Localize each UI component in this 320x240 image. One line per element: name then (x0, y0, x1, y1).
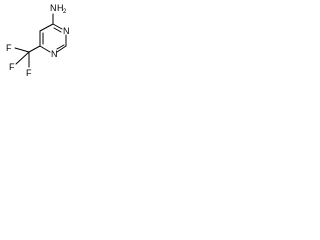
bond-c4-c5 (39, 23, 54, 32)
bond-c6-cf3 (28, 45, 41, 53)
bond-n1-c2-double (56, 44, 65, 50)
amine-hydrogen-label: H (57, 3, 64, 13)
ring-nitrogen-upper-label: N (63, 26, 70, 36)
bond-c-f-lower-left (15, 51, 30, 65)
bond-n3-c4-double (53, 27, 62, 33)
amine-group: N H 2 (50, 3, 67, 15)
bond-n3-c4 (52, 23, 63, 30)
amine-nitrogen-label: N (50, 3, 57, 13)
bond-c6-n1 (39, 45, 51, 53)
trifluoromethyl-bonds (14, 47, 30, 68)
amine-hydrogen-count: 2 (63, 9, 67, 15)
bond-c-f-left (14, 47, 30, 53)
fluorine-left-label: F (6, 43, 12, 53)
ring-nitrogen-lower-label: N (51, 49, 58, 59)
fluorine-lower-left-label: F (9, 62, 15, 72)
bond-n1-c2 (56, 45, 67, 53)
fluorine-bottom-label: F (26, 68, 32, 78)
pyrimidine-ring-bonds (39, 23, 67, 53)
chemical-structure: N H 2 N N F F F (6, 3, 70, 78)
